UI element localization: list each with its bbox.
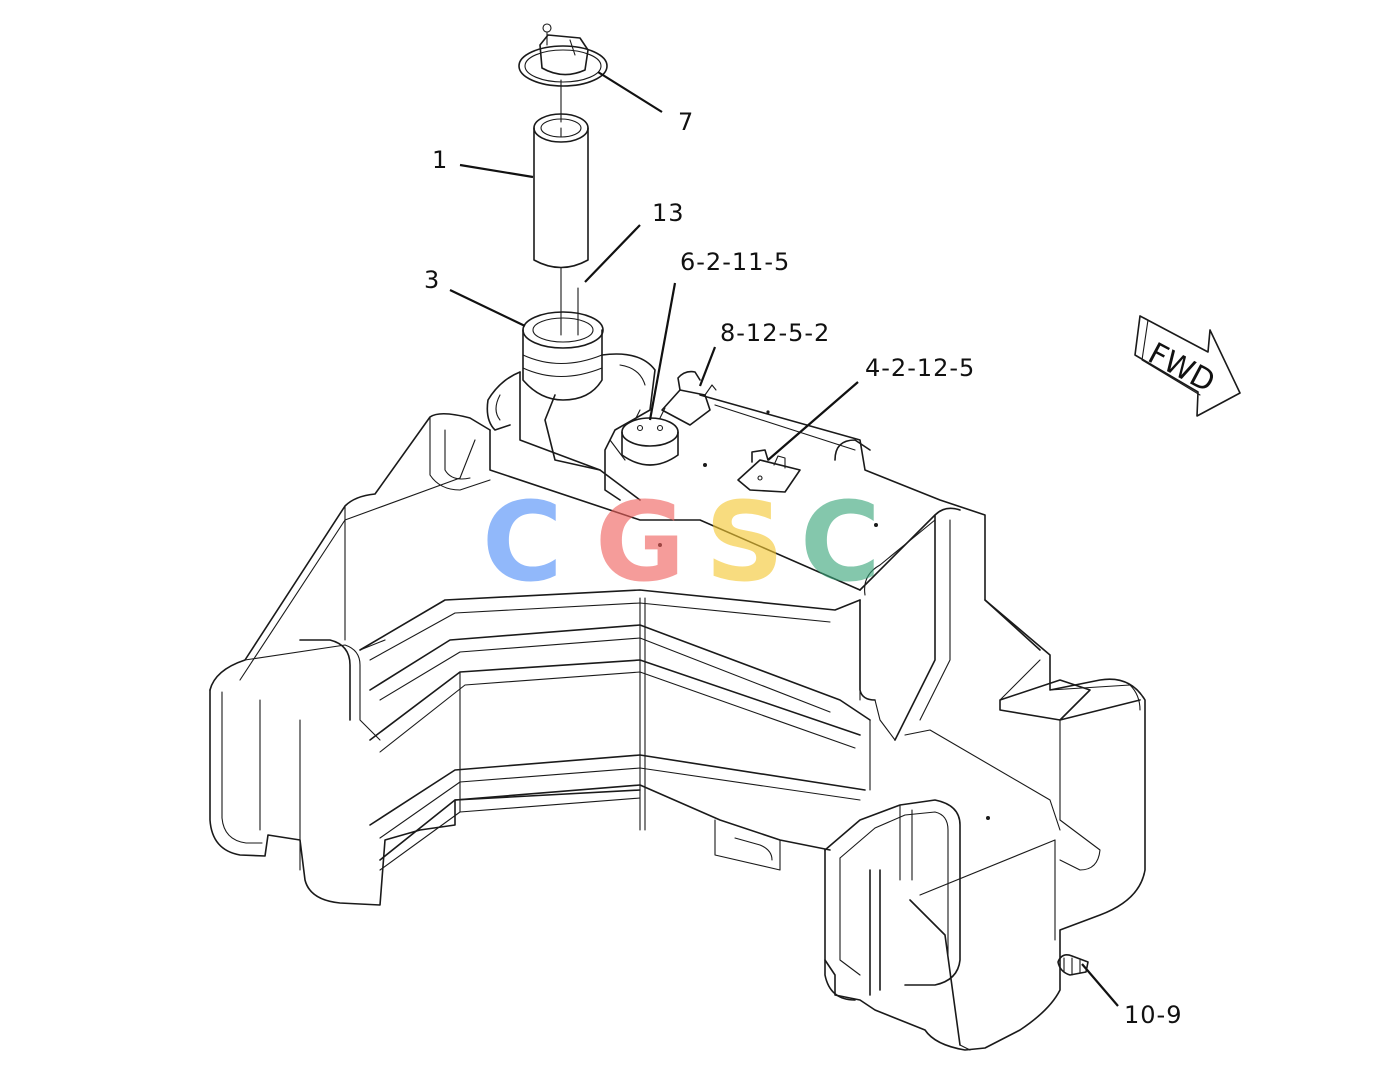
filler-neck-assembly: [486, 311, 656, 501]
watermark-letter-4: C: [800, 478, 881, 606]
callout-3: 3: [424, 266, 440, 294]
callout-1: 1: [432, 146, 448, 174]
tank-rivets: [658, 410, 990, 820]
watermark-letter-2: G: [595, 478, 685, 606]
cgsc-watermark: C G S C: [482, 478, 881, 606]
callout-13: 13: [652, 199, 685, 227]
callout-6-2-11-5: 6-2-11-5: [680, 248, 790, 276]
drain-fitting-10: [1057, 954, 1089, 976]
leader-1: [459, 163, 534, 179]
fuel-tank-body: [209, 371, 1146, 1051]
leader-lines: [449, 71, 1119, 1007]
callout-10-9: 10-9: [1124, 1001, 1182, 1029]
breather-part-8: [661, 370, 717, 426]
callout-8-12-5-2: 8-12-5-2: [720, 319, 830, 347]
leader-7: [597, 71, 663, 113]
leader-13: [584, 224, 641, 283]
leader-8: [698, 346, 717, 387]
tube-part-1: [533, 79, 589, 336]
leader-3: [449, 289, 526, 327]
callout-4-2-12-5: 4-2-12-5: [865, 354, 975, 382]
sender-unit-6: [609, 407, 679, 466]
cap-part-7: [518, 23, 608, 87]
leader-6: [648, 282, 677, 421]
leader-10: [1081, 963, 1119, 1007]
callout-7: 7: [678, 108, 694, 136]
forward-direction-arrow: FWD: [1134, 315, 1241, 417]
watermark-letter-1: C: [482, 478, 563, 606]
fitting-part-4: [737, 449, 801, 493]
watermark-letter-3: S: [705, 478, 784, 606]
callout-labels: 7 1 13 3 6-2-11-5 8-12-5-2 4-2-12-5 10-9: [424, 108, 1182, 1029]
leader-4: [767, 381, 859, 461]
